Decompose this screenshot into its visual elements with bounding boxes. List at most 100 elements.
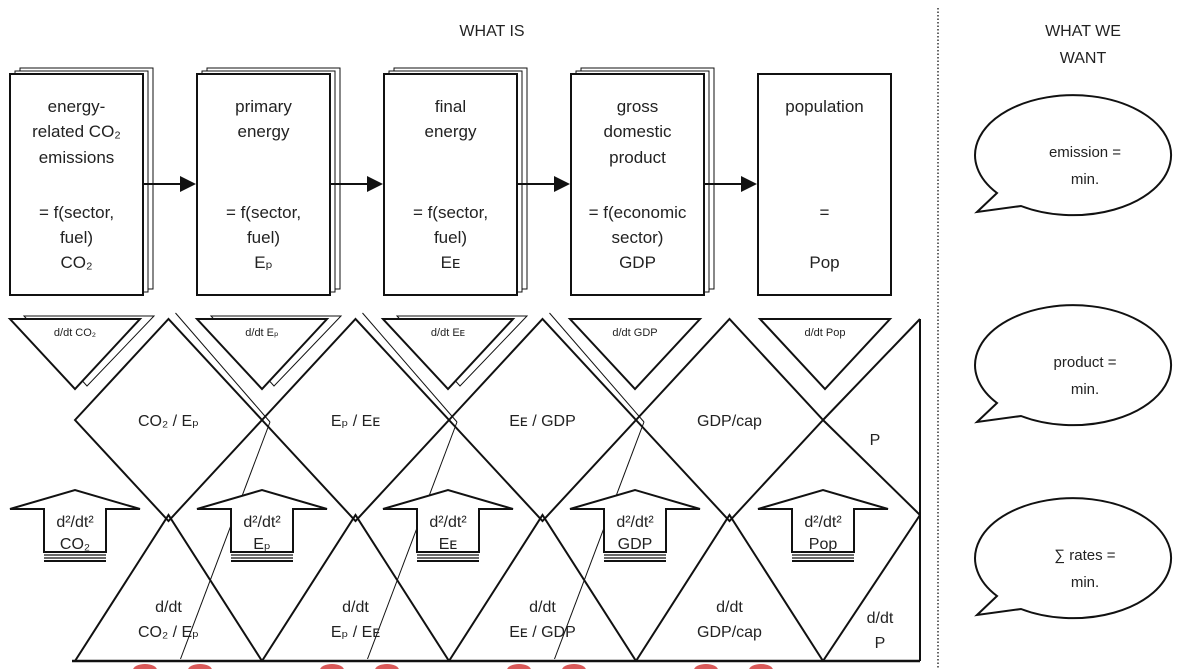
box-label-line: Eᴇ (441, 253, 461, 272)
box-frame (570, 73, 705, 296)
box-label-line: fuel) (434, 228, 467, 247)
ratio-rate-bottom: GDP/cap (697, 624, 762, 641)
box-label-line: = (820, 203, 830, 222)
heading-what-we-want-2: WANT (1060, 50, 1107, 67)
ratio-diamond-label: CO₂ / Eₚ (138, 413, 199, 430)
ratio-rate-bottom: P (875, 635, 886, 652)
red-mark (320, 664, 344, 669)
goal-bubble: emission = min. (974, 94, 1173, 217)
rate-triangle: d/dt GDP (567, 318, 703, 391)
heading-what-we-want-1: WHAT WE (1045, 23, 1121, 40)
ratio-rate-bottom: Eₚ / Eᴇ (331, 624, 381, 641)
ratio-diamond-label: GDP/cap (697, 413, 762, 430)
red-mark (133, 664, 157, 669)
acceleration-bottom: GDP (618, 536, 653, 553)
ratio-diamond-label: Eᴇ / GDP (509, 413, 576, 430)
red-mark (375, 664, 399, 669)
box-co2: energy-related CO₂ emissions = f(sector, fu… (9, 67, 154, 296)
bubble-line-1: ∑ rates = (1054, 547, 1115, 564)
box-label-line: = f(sector, (39, 203, 114, 222)
box-label-line: energy (425, 122, 477, 141)
flow-arrow (518, 176, 570, 192)
acceleration-bottom: Pop (809, 536, 838, 553)
rate-triangle: d/dt CO₂ (7, 315, 156, 391)
rate-triangle-label: d/dt Eᴇ (431, 327, 465, 339)
heading-what-is: WHAT IS (459, 23, 524, 40)
box-ep: primary energy = f(sector, fuel) Eₚ (196, 67, 341, 296)
ratio-diamond: Eᴇ / GDP (447, 312, 645, 660)
ratio-diamond-label: P (870, 432, 881, 449)
box-label-line: CO₂ (60, 253, 92, 272)
acceleration-top: d²/dt² (429, 514, 467, 531)
box-label-line: product (609, 148, 666, 167)
ratio-diamond-label: Eₚ / Eᴇ (331, 413, 381, 430)
rate-triangle-label: d/dt CO₂ (54, 327, 96, 339)
box-label-line: related CO₂ (32, 122, 121, 141)
box-label-line: primary (235, 97, 292, 116)
box-label-line: = f(sector, (413, 203, 488, 222)
box-label-line: sector) (612, 228, 664, 247)
ratio-rate-bottom: Eᴇ / GDP (509, 624, 576, 641)
bubble-line-2: min. (1071, 381, 1099, 398)
goal-bubble: product = min. (974, 304, 1173, 427)
acceleration-arrow: d²/dt² Pop (757, 488, 889, 562)
box-label-line: GDP (619, 253, 656, 272)
ratio-diamond: Eₚ / Eᴇ (260, 312, 458, 660)
box-pop: population = Pop (757, 73, 892, 296)
box-frame (383, 73, 518, 296)
box-frame (9, 73, 144, 296)
ratio-rate-bottom: CO₂ / Eₚ (138, 624, 199, 641)
rate-triangle: d/dt Eᴇ (380, 315, 529, 391)
box-label-line: = f(sector, (226, 203, 301, 222)
box-label-line: = f(economic (589, 203, 687, 222)
box-frame (196, 73, 331, 296)
box-label-line: fuel) (247, 228, 280, 247)
box-label-line: emissions (39, 148, 115, 167)
ratio-diamond: P (822, 318, 921, 516)
goal-bubble: ∑ rates = min. (974, 497, 1173, 620)
rate-triangle-label: d/dt Eₚ (245, 327, 279, 339)
box-label-line: population (785, 97, 863, 116)
flow-arrows (144, 176, 757, 192)
box-label-line: energy- (48, 97, 106, 116)
red-mark (749, 664, 773, 669)
ratio-rate-triangle: d/dtP (822, 514, 921, 662)
bubble-line-1: product = (1054, 354, 1117, 371)
red-mark (507, 664, 531, 669)
box-label-line: final (435, 97, 466, 116)
bubble-line-2: min. (1071, 574, 1099, 591)
goal-bubbles: emission = min. product = min. ∑ rates = min. (974, 94, 1173, 620)
box-label-line: domestic (603, 122, 672, 141)
bubble-line-1: emission = (1049, 144, 1121, 161)
box-frame (757, 73, 892, 296)
box-label-line: Pop (809, 253, 839, 272)
acceleration-top: d²/dt² (56, 514, 94, 531)
ratio-rate-top: d/dt (529, 599, 556, 616)
flow-arrow (705, 176, 757, 192)
ratio-rate-top: d/dt (155, 599, 182, 616)
rate-triangle-label: d/dt GDP (612, 327, 657, 339)
flow-arrow (331, 176, 383, 192)
box-label-line: energy (238, 122, 290, 141)
rate-triangle-label: d/dt Pop (805, 327, 846, 339)
flow-arrow (144, 176, 196, 192)
acceleration-top: d²/dt² (804, 514, 842, 531)
acceleration-top: d²/dt² (243, 514, 281, 531)
ratio-rate-triangle: d/dt Eᴇ / GDP (448, 513, 637, 662)
bubble-line-2: min. (1071, 171, 1099, 188)
box-label-line: fuel) (60, 228, 93, 247)
red-mark (694, 664, 718, 669)
rate-triangle: d/dt Pop (757, 318, 893, 391)
red-mark (188, 664, 212, 669)
quantity-boxes: energy-related CO₂ emissions = f(sector, fu… (9, 67, 892, 296)
ratio-rate-top: d/dt (867, 610, 894, 627)
box-label-line: Eₚ (254, 253, 273, 272)
box-label-line: gross (617, 97, 659, 116)
